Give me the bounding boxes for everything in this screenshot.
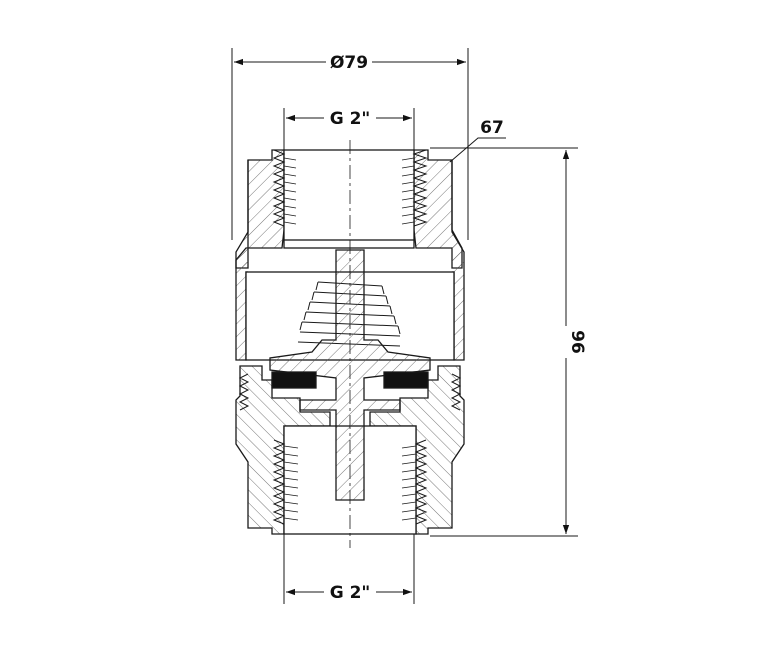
top-thread-inner-left bbox=[283, 157, 297, 225]
height-label-bg bbox=[556, 326, 576, 358]
hex-size-label: 67 bbox=[480, 118, 504, 138]
top-thread-right bbox=[412, 149, 428, 227]
diameter-label: Ø79 bbox=[330, 53, 368, 73]
bottom-thread-left bbox=[272, 439, 286, 525]
thread-top-label-bg bbox=[324, 108, 376, 128]
hex-leader-line bbox=[449, 137, 506, 163]
top-thread-bore bbox=[283, 149, 415, 243]
thread-top-label: G 2" bbox=[330, 109, 371, 129]
thread-bottom-label-bg bbox=[324, 582, 376, 602]
seal-left bbox=[271, 371, 317, 389]
bottom-thread-right bbox=[414, 439, 428, 525]
seal-right bbox=[383, 371, 429, 389]
top-seat-ring bbox=[283, 239, 415, 249]
thread-bottom-label: G 2" bbox=[330, 583, 371, 603]
top-thread-left bbox=[272, 149, 286, 227]
outer-thread-left bbox=[238, 373, 250, 411]
bottom-thread-inner-left bbox=[283, 445, 299, 521]
diameter-label-bg bbox=[326, 52, 372, 72]
bottom-thread-inner-right bbox=[401, 445, 417, 521]
thread-teeth bbox=[238, 149, 462, 525]
height-label: 96 bbox=[567, 330, 587, 354]
outer-thread-right bbox=[450, 373, 462, 411]
top-thread-inner-right bbox=[401, 157, 415, 225]
